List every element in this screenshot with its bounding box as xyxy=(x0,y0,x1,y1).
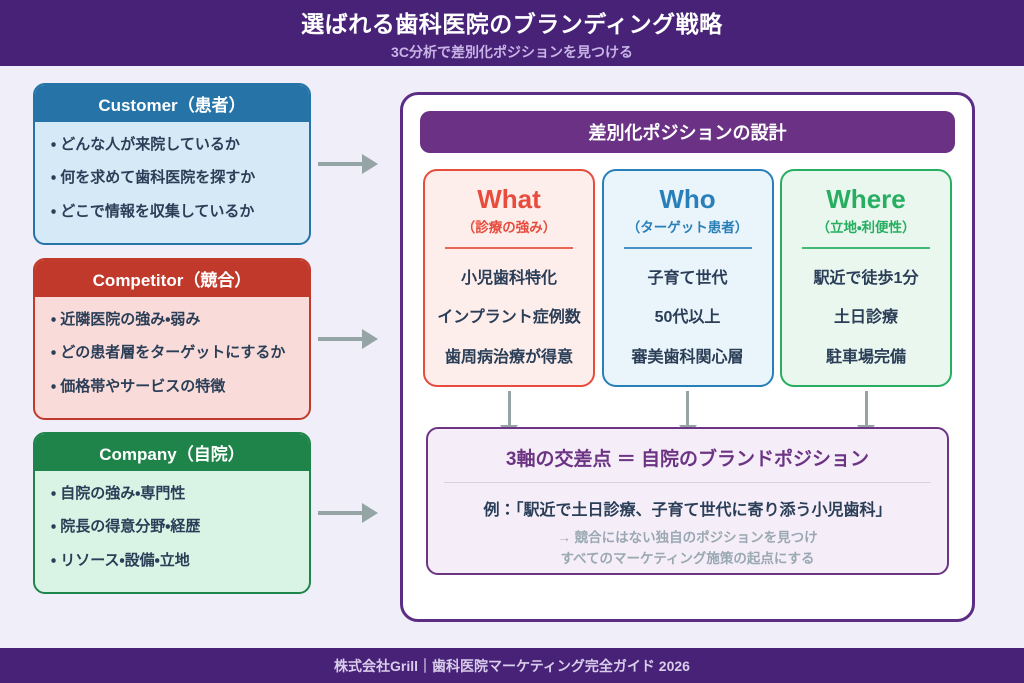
axis-cards-row: What （診療の強み） 小児歯科特化 インプラント症例数 歯周病治療が得意 W… xyxy=(423,169,952,387)
page-title: 選ばれる歯科医院のブランディング戦略 xyxy=(301,10,723,37)
who-card-subtitle: （ターゲット患者） xyxy=(626,220,749,236)
footer-text: 株式会社Grill｜歯科医院マーケティング完全ガイド 2026 xyxy=(334,657,690,674)
company-box: Company（自院） ・ 自院の強み・専門性 ・ 院長の得意分野・経歴 ・ リ… xyxy=(33,432,311,594)
arrow-shaft xyxy=(686,391,689,427)
competitor-box-title: Competitor（競合） xyxy=(35,260,309,297)
list-item: ・ 院長の得意分野・経歴 xyxy=(51,518,201,536)
page-subtitle: 3C分析で差別化ポジションを見つける xyxy=(391,43,633,60)
brand-position-note: → 競合にはない独自のポジションを見つけ すべてのマーケティング施策の起点にする xyxy=(428,528,947,570)
card-item: 50代以上 xyxy=(654,309,721,327)
card-item: 審美歯科関心層 xyxy=(631,348,744,366)
who-card-title: Who xyxy=(659,184,716,214)
arrow-shaft xyxy=(507,391,511,427)
where-card: Where （立地・利便性） 駅近で徒歩1分 土日診療 駐車場完備 xyxy=(780,169,952,387)
list-item: ・ 近隣医院の強み・弱み xyxy=(51,311,201,328)
arrow-shaft xyxy=(318,337,364,341)
arrow-right-icon xyxy=(318,154,380,174)
list-item: ・ 何を求めて歯科医院を探すか xyxy=(51,169,256,187)
card-item: 駐車場完備 xyxy=(825,348,906,366)
competitor-box-list: ・ 近隣医院の強み・弱み ・ どの患者層をターゲットにするか ・ 価格帯やサービ… xyxy=(35,297,309,418)
arrow-head xyxy=(362,329,378,349)
customer-box-list: ・ どんな人が来院しているか ・ 何を求めて歯科医院を探すか ・ どこで情報を収… xyxy=(35,122,309,243)
divider xyxy=(623,247,752,250)
positioning-panel: 差別化ポジションの設計 What （診療の強み） 小児歯科特化 インプラント症例… xyxy=(400,92,975,622)
arrow-right-icon xyxy=(318,503,380,523)
divider xyxy=(444,482,931,483)
where-card-title: Where xyxy=(826,184,906,214)
header: 選ばれる歯科医院のブランディング戦略 3C分析で差別化ポジションを見つける xyxy=(0,0,1024,66)
list-item: ・ 自院の強み・専門性 xyxy=(51,485,186,502)
arrow-shaft xyxy=(318,511,364,515)
card-item: 駅近で徒歩1分 xyxy=(813,270,919,288)
list-item: ・ どこで情報を収集しているか xyxy=(51,202,255,220)
divider xyxy=(802,247,930,250)
arrow-shaft xyxy=(318,162,364,166)
brand-position-box: 3軸の交差点 ＝ 自院のブランドポジション 例：「駅近で土日診療、子育て世代に寄… xyxy=(426,427,949,575)
divider xyxy=(445,247,573,250)
note-line: → 競合にはない独自のポジションを見つけ xyxy=(557,530,818,545)
list-item: ・ どんな人が来院しているか xyxy=(51,136,240,153)
where-card-subtitle: （立地・利便性） xyxy=(816,220,916,236)
panel-banner-title: 差別化ポジションの設計 xyxy=(420,111,955,153)
card-item: 歯周病治療が得意 xyxy=(444,348,573,366)
brand-position-title: 3軸の交差点 ＝ 自院のブランドポジション xyxy=(505,449,870,470)
card-item: 土日診療 xyxy=(833,309,898,327)
who-card: Who （ターゲット患者） 子育て世代 50代以上 審美歯科関心層 xyxy=(601,169,774,387)
list-item: ・ 価格帯やサービスの特徴 xyxy=(51,377,226,395)
customer-box-title: Customer（患者） xyxy=(35,85,309,122)
arrow-head xyxy=(362,503,378,523)
card-item: インプラント症例数 xyxy=(437,309,581,327)
customer-box: Customer（患者） ・ どんな人が来院しているか ・ 何を求めて歯科医院を… xyxy=(33,83,311,245)
brand-position-example: 例：「駅近で土日診療、子育て世代に寄り添う小児歯科」 xyxy=(483,502,892,519)
what-card: What （診療の強み） 小児歯科特化 インプラント症例数 歯周病治療が得意 xyxy=(423,169,595,387)
arrow-head xyxy=(362,154,378,174)
what-card-subtitle: （診療の強み） xyxy=(461,220,557,236)
card-item: 小児歯科特化 xyxy=(460,270,557,288)
list-item: ・ どの患者層をターゲットにするか xyxy=(51,344,286,362)
arrow-shaft xyxy=(864,391,868,427)
competitor-box: Competitor（競合） ・ 近隣医院の強み・弱み ・ どの患者層をターゲッ… xyxy=(33,258,311,420)
company-box-list: ・ 自院の強み・専門性 ・ 院長の得意分野・経歴 ・ リソース・設備・立地 xyxy=(35,471,309,592)
list-item: ・ リソース・設備・立地 xyxy=(51,551,190,569)
footer: 株式会社Grill｜歯科医院マーケティング完全ガイド 2026 xyxy=(0,648,1024,683)
what-card-title: What xyxy=(477,184,541,214)
arrow-right-icon xyxy=(318,329,380,349)
card-item: 子育て世代 xyxy=(647,270,728,288)
company-box-title: Company（自院） xyxy=(35,434,309,471)
note-line: すべてのマーケティング施策の起点にする xyxy=(560,550,815,566)
